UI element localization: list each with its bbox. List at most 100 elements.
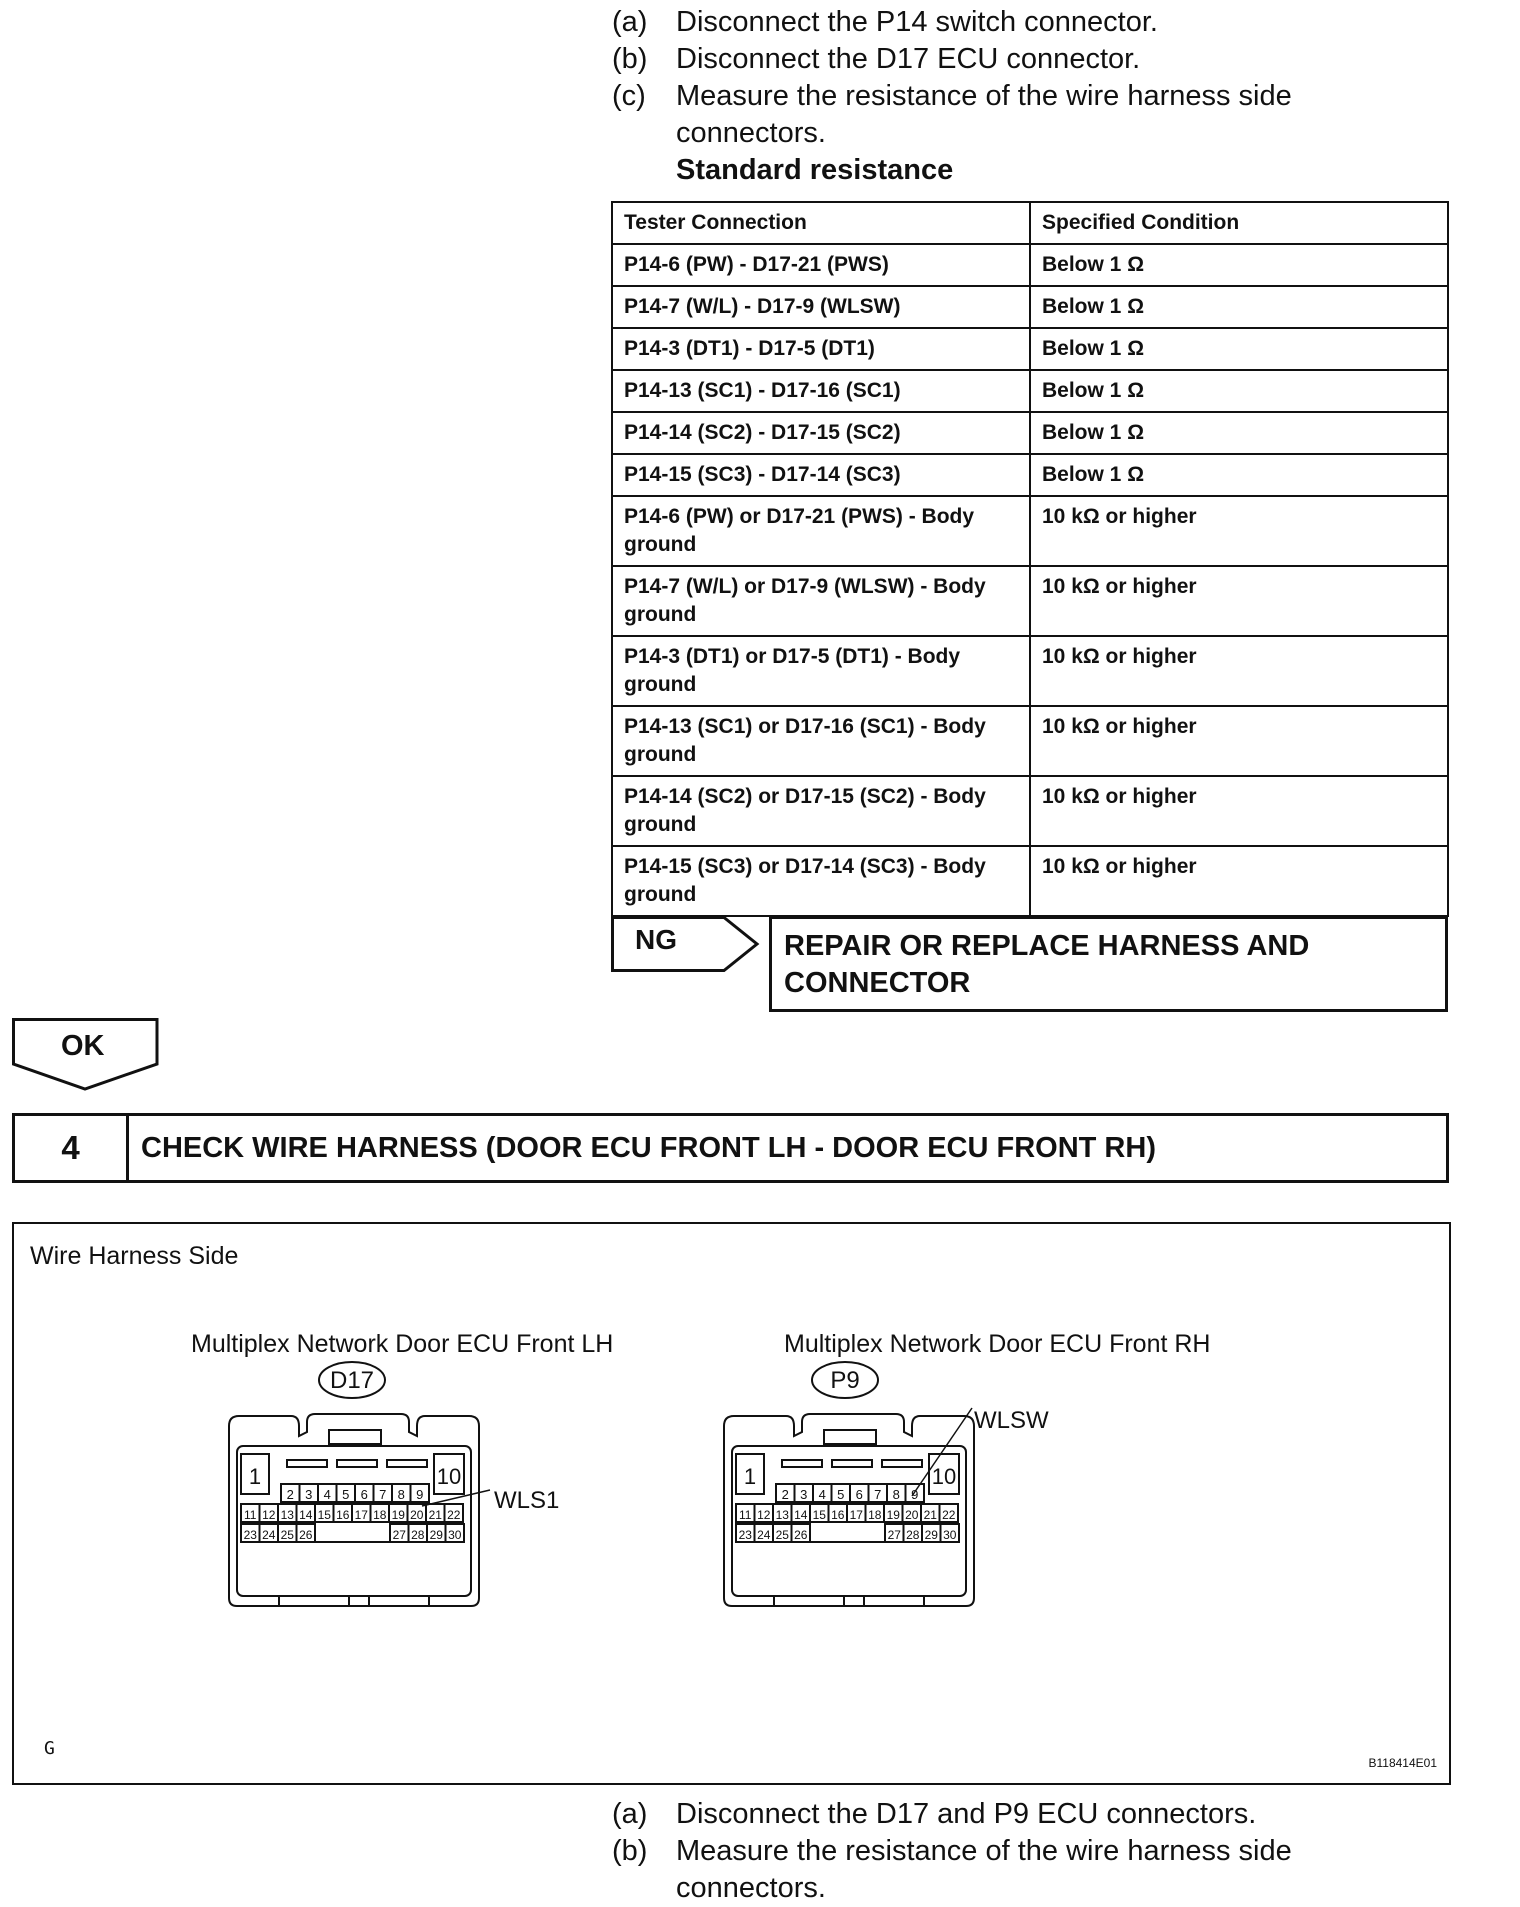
table-row: P14-13 (SC1) or D17-16 (SC1) - Body grou… bbox=[611, 705, 1449, 777]
pin-label: 24 bbox=[757, 1528, 771, 1542]
connector-latch bbox=[328, 1429, 382, 1445]
right-connector-title: Multiplex Network Door ECU Front RH bbox=[784, 1330, 1211, 1358]
pin-label: 30 bbox=[943, 1528, 957, 1542]
figure-caption: Wire Harness Side bbox=[30, 1242, 239, 1270]
pin-label: 14 bbox=[299, 1508, 313, 1522]
pin-label: 21 bbox=[924, 1508, 938, 1522]
procedure-steps-top: (a) Disconnect the P14 switch connector.… bbox=[612, 4, 1402, 189]
step-item: (b) Measure the resistance of the wire h… bbox=[612, 1833, 1402, 1907]
pin-label: 26 bbox=[299, 1528, 313, 1542]
pin-label: 15 bbox=[318, 1508, 332, 1522]
figure-id: B118414E01 bbox=[1368, 1756, 1437, 1770]
pin-label: 4 bbox=[819, 1487, 826, 1502]
pin-label: 26 bbox=[794, 1528, 808, 1542]
step-label: (a) bbox=[612, 6, 648, 38]
pin-cell bbox=[443, 1503, 464, 1523]
connector-tab bbox=[368, 1595, 430, 1607]
step-text: Disconnect the D17 ECU connector. bbox=[676, 43, 1141, 75]
pin-label: 14 bbox=[794, 1508, 808, 1522]
pin-cell bbox=[904, 1483, 925, 1503]
pin-label: 3 bbox=[800, 1487, 807, 1502]
pin-label: 7 bbox=[379, 1487, 386, 1502]
step-item: (c) Measure the resistance of the wire h… bbox=[612, 78, 1402, 152]
pin-label: 11 bbox=[244, 1508, 257, 1522]
pin-label: 18 bbox=[868, 1508, 882, 1522]
pin-label: 27 bbox=[888, 1528, 902, 1542]
step-label: (b) bbox=[612, 43, 648, 75]
step-label: (c) bbox=[612, 80, 646, 112]
pin-label: 28 bbox=[906, 1528, 920, 1542]
wire-label: WLS1 bbox=[494, 1487, 559, 1514]
connector-body bbox=[236, 1445, 472, 1597]
ng-arrow-box bbox=[611, 916, 760, 972]
leader-line bbox=[911, 1407, 973, 1497]
standard-resistance-heading: Standard resistance bbox=[676, 154, 954, 186]
left-connector-title: Multiplex Network Door ECU Front LH bbox=[191, 1330, 614, 1358]
specified-condition-cell: Below 1 Ω bbox=[1029, 285, 1449, 329]
pin-cell bbox=[444, 1523, 465, 1543]
pin-label: 19 bbox=[392, 1508, 406, 1522]
pin-label: 28 bbox=[411, 1528, 425, 1542]
step-text: Measure the resistance of the wire harne… bbox=[676, 1835, 1292, 1904]
step-text: Disconnect the P14 switch connector. bbox=[676, 6, 1158, 38]
specified-condition-cell: Below 1 Ω bbox=[1029, 243, 1449, 287]
pin-cell bbox=[735, 1453, 765, 1495]
pin-label: 25 bbox=[281, 1528, 295, 1542]
step-item: (a) Disconnect the P14 switch connector. bbox=[612, 4, 1402, 41]
pin-cell bbox=[409, 1483, 430, 1503]
pin-label: 6 bbox=[361, 1487, 368, 1502]
pin-label: 19 bbox=[887, 1508, 901, 1522]
table-row: P14-3 (DT1) - D17-5 (DT1)Below 1 Ω bbox=[611, 327, 1449, 371]
pin-label: 3 bbox=[305, 1487, 312, 1502]
pin-label: 16 bbox=[831, 1508, 845, 1522]
tester-connection-cell: P14-14 (SC2) or D17-15 (SC2) - Body grou… bbox=[611, 775, 1031, 847]
pin-label: 30 bbox=[448, 1528, 462, 1542]
pin-label: 17 bbox=[850, 1508, 864, 1522]
pin-label: 29 bbox=[925, 1528, 939, 1542]
table-row: P14-15 (SC3) - D17-14 (SC3)Below 1 Ω bbox=[611, 453, 1449, 497]
specified-condition-cell: Below 1 Ω bbox=[1029, 411, 1449, 455]
pin-label: 5 bbox=[837, 1487, 844, 1502]
pin-label: 11 bbox=[739, 1508, 752, 1522]
step-header: 4 CHECK WIRE HARNESS (DOOR ECU FRONT LH … bbox=[12, 1113, 1449, 1183]
pin-label: 8 bbox=[893, 1487, 900, 1502]
specified-condition-cell: 10 kΩ or higher bbox=[1029, 845, 1449, 917]
step-title: CHECK WIRE HARNESS (DOOR ECU FRONT LH - … bbox=[141, 1131, 1156, 1164]
pin-label: 10 bbox=[437, 1464, 461, 1489]
pin-cell bbox=[939, 1523, 960, 1543]
table-row: P14-7 (W/L) - D17-9 (WLSW)Below 1 Ω bbox=[611, 285, 1449, 329]
tester-connection-cell: P14-13 (SC1) - D17-16 (SC1) bbox=[611, 369, 1031, 413]
connector-slot bbox=[336, 1459, 378, 1468]
ok-label: OK bbox=[61, 1030, 105, 1062]
specified-condition-cell: 10 kΩ or higher bbox=[1029, 565, 1449, 637]
step-item: (b) Disconnect the D17 ECU connector. bbox=[612, 41, 1402, 78]
tester-connection-cell: P14-7 (W/L) or D17-9 (WLSW) - Body groun… bbox=[611, 565, 1031, 637]
specified-condition-cell: Below 1 Ω bbox=[1029, 453, 1449, 497]
step-number: 4 bbox=[15, 1116, 129, 1180]
ng-label: NG bbox=[635, 924, 677, 955]
table-row: P14-6 (PW) - D17-21 (PWS)Below 1 Ω bbox=[611, 243, 1449, 287]
connector-body bbox=[731, 1445, 967, 1597]
connector-id-oval bbox=[318, 1361, 386, 1399]
connector-slot bbox=[286, 1459, 328, 1468]
pin-label: 23 bbox=[244, 1528, 258, 1542]
pin-label: 8 bbox=[398, 1487, 405, 1502]
connector-tab bbox=[773, 1595, 845, 1607]
specified-condition-cell: 10 kΩ or higher bbox=[1029, 705, 1449, 777]
pin-label: 12 bbox=[757, 1508, 771, 1522]
connector-housing bbox=[723, 1413, 975, 1607]
pin-label: 21 bbox=[429, 1508, 443, 1522]
table-row: P14-13 (SC1) - D17-16 (SC1)Below 1 Ω bbox=[611, 369, 1449, 413]
ok-arrow-box bbox=[12, 1018, 159, 1091]
step-label: (b) bbox=[612, 1835, 648, 1867]
table-header-row: Tester Connection Specified Condition bbox=[611, 201, 1449, 245]
pin-label: 22 bbox=[447, 1508, 461, 1522]
connector-slot bbox=[831, 1459, 873, 1468]
pin-label: 23 bbox=[739, 1528, 753, 1542]
pin-label: 2 bbox=[782, 1487, 789, 1502]
pin-cell bbox=[240, 1453, 270, 1495]
repair-action-box: REPAIR OR REPLACE HARNESS AND CONNECTOR bbox=[769, 916, 1448, 1012]
pin-label: 1 bbox=[744, 1464, 756, 1489]
connector-id-label: D17 bbox=[330, 1367, 374, 1394]
